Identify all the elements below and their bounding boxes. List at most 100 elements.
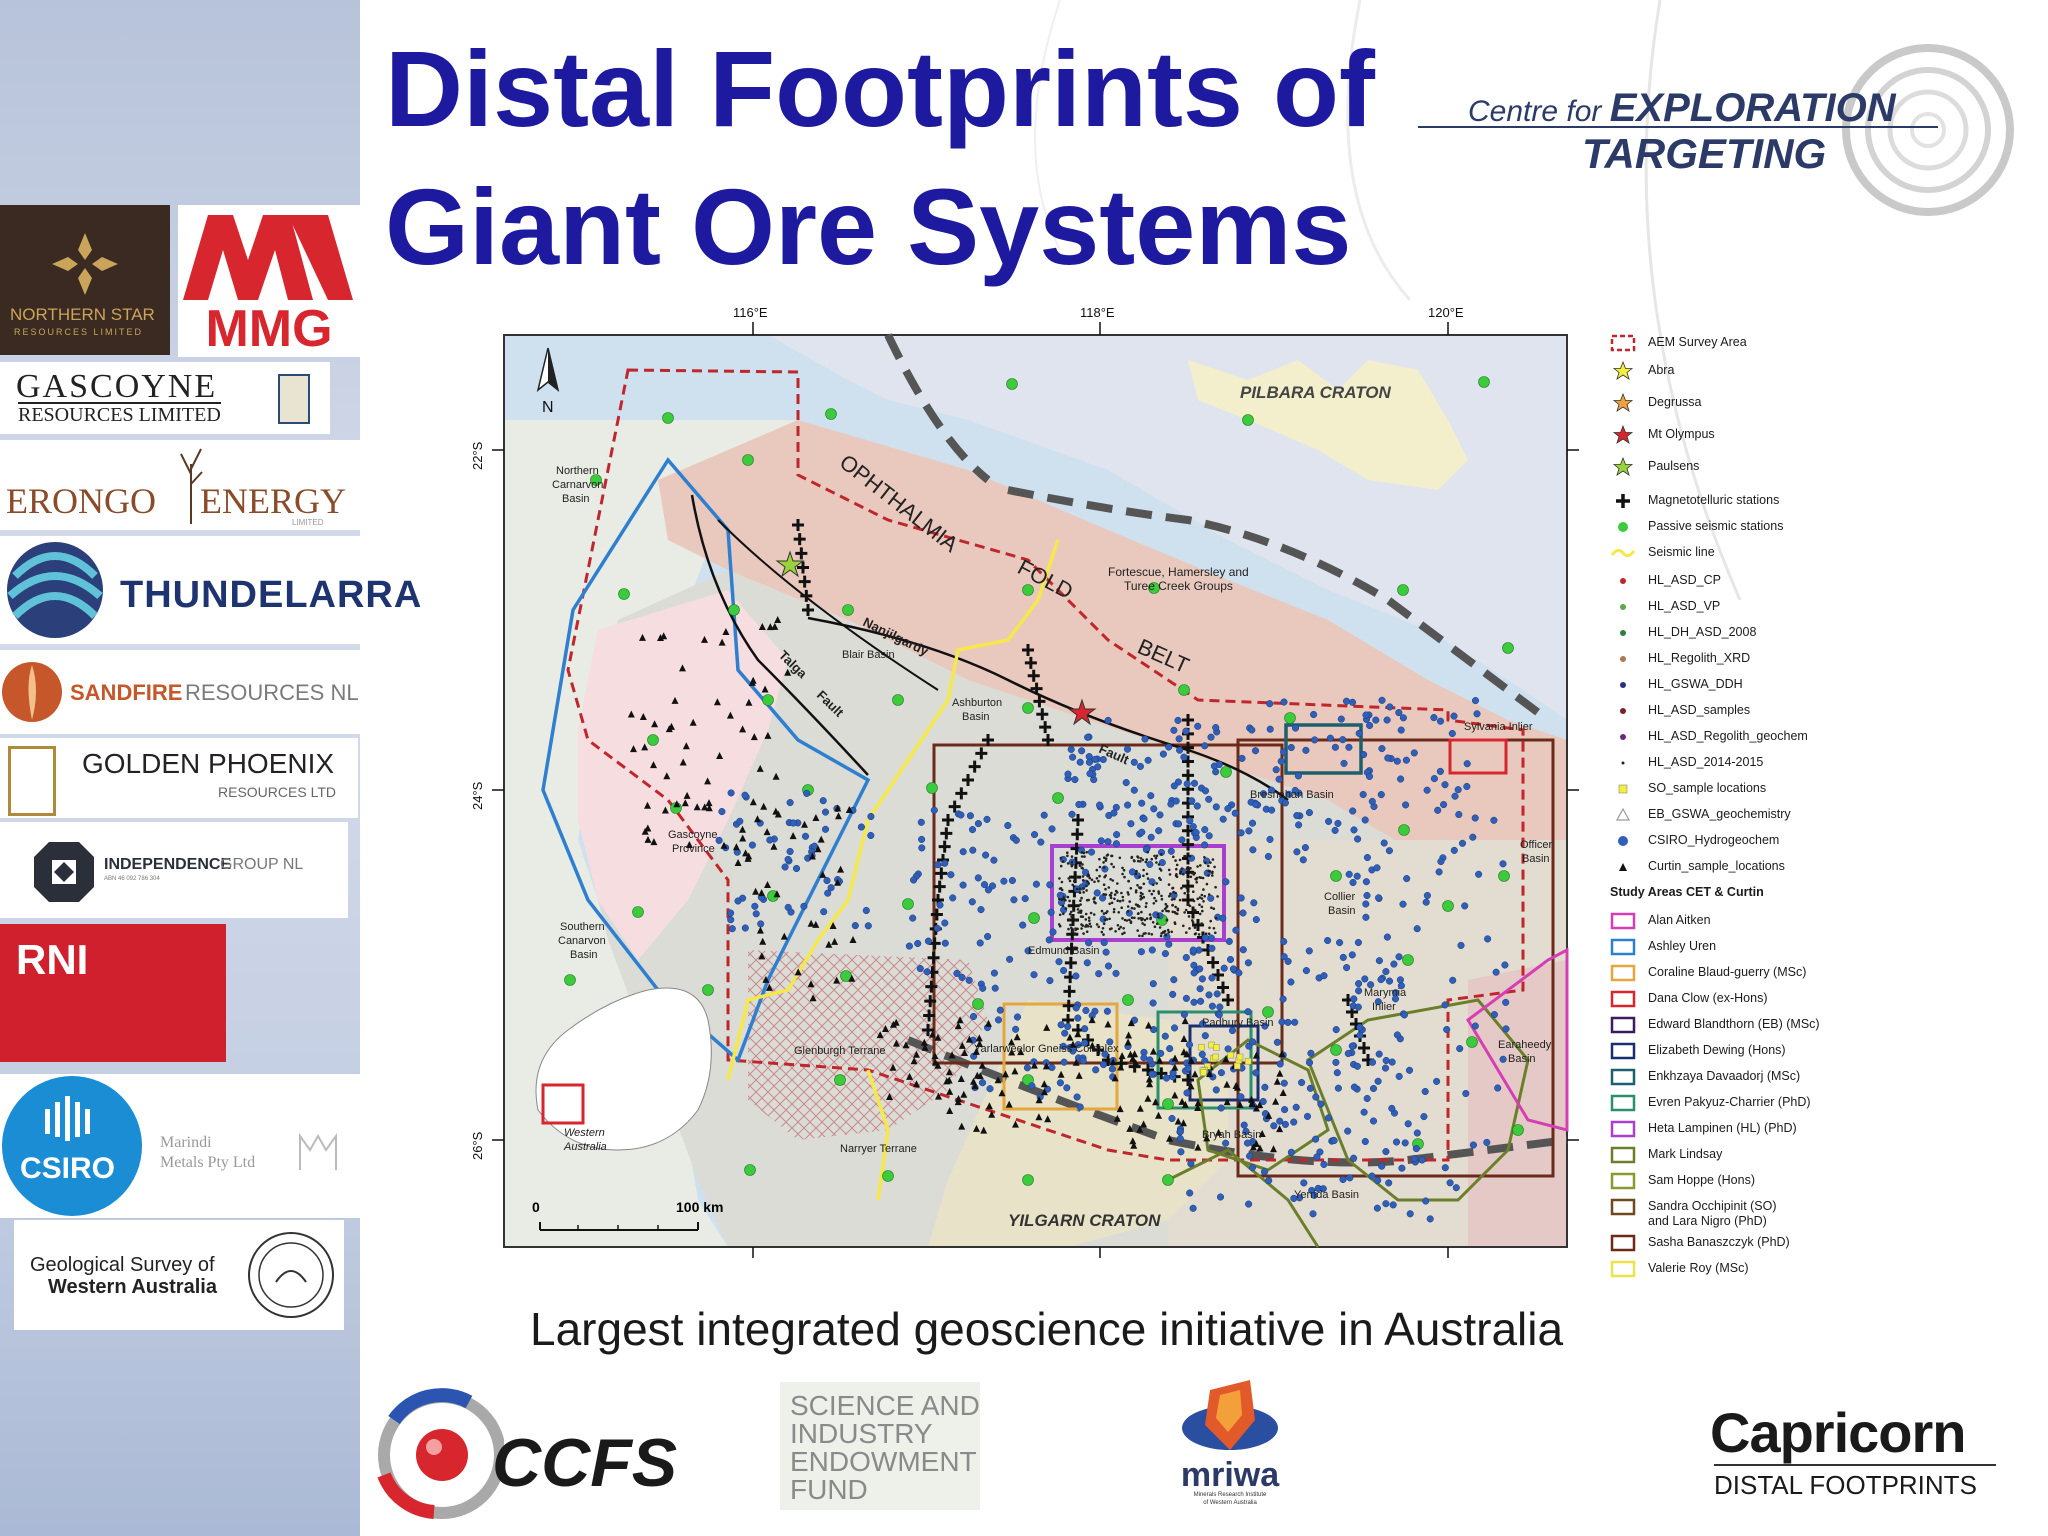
- hydro-sample-icon: [1186, 817, 1194, 825]
- curtin-sample-icon: [773, 890, 781, 898]
- hl-sample-icon: [1058, 897, 1061, 901]
- mt-station-icon: [1039, 721, 1052, 734]
- hl-sample-icon: [1061, 904, 1065, 908]
- north-arrow-icon: [536, 347, 560, 392]
- hydro-sample-icon: [1368, 797, 1376, 805]
- seismic-station-icon: [1397, 584, 1409, 596]
- curtin-sample-icon: [976, 1072, 984, 1080]
- hl-sample-icon: [1112, 865, 1115, 869]
- curtin-sample-icon: [971, 1082, 979, 1090]
- hl-sample-icon: [1207, 932, 1211, 936]
- curtin-sample-icon: [988, 1110, 996, 1118]
- hydro-sample-icon: [1281, 799, 1289, 807]
- hydro-sample-icon: [1452, 1184, 1460, 1192]
- hl-sample-icon: [1142, 895, 1146, 899]
- curtin-sample-icon: [807, 919, 815, 927]
- hydro-sample-icon: [1365, 772, 1374, 780]
- hydro-sample-icon: [941, 919, 949, 927]
- legend-item-label: HL_DH_ASD_2008: [1648, 625, 1757, 639]
- hydro-sample-icon: [1140, 815, 1148, 823]
- curtin-sample-icon: [1118, 1052, 1126, 1060]
- hl-sample-icon: [1152, 902, 1156, 905]
- curtin-sample-icon: [1180, 1035, 1188, 1042]
- legend-item-label: Degrussa: [1648, 395, 1702, 409]
- aem-survey-area-polygon: [566, 368, 1525, 1162]
- curtin-sample-icon: [1178, 1097, 1186, 1105]
- curtin-sample-icon: [772, 772, 780, 780]
- curtin-sample-icon: [748, 678, 756, 686]
- hl-sample-icon: [1150, 933, 1154, 936]
- curtin-sample-icon: [1155, 1111, 1162, 1119]
- hydro-sample-icon: [1279, 995, 1287, 1003]
- hydro-sample-icon: [1224, 805, 1232, 813]
- mt-station-icon: [938, 840, 951, 853]
- hydro-sample-icon: [1059, 1042, 1067, 1050]
- curtin-sample-icon: [980, 1126, 988, 1134]
- legend-item-label: Edward Blandthorn (EB) (MSc): [1648, 1017, 1820, 1031]
- hl-sample-icon: [1108, 902, 1111, 906]
- hl-sample-icon: [1204, 861, 1207, 864]
- hydro-sample-icon: [1201, 742, 1209, 750]
- hydro-sample-icon: [1331, 743, 1339, 751]
- seismic-station-icon: [632, 906, 644, 918]
- hydro-sample-icon: [1201, 934, 1209, 942]
- hydro-sample-icon: [1461, 902, 1469, 910]
- hl-sample-icon: [1119, 925, 1122, 929]
- hydro-sample-icon: [953, 969, 961, 977]
- hl-sample-icon: [1171, 910, 1174, 914]
- hl-sample-icon: [1073, 932, 1077, 935]
- hl-sample-icon: [1070, 864, 1074, 868]
- hydro-sample-icon: [1196, 985, 1204, 993]
- hydro-sample-icon: [1213, 990, 1221, 998]
- hydro-sample-icon: [1342, 697, 1351, 705]
- hl-sample-icon: [1082, 932, 1085, 935]
- erongo-energy-logo: ERONGO ENERGY LIMITED: [0, 440, 360, 530]
- hl-sample-icon: [1186, 891, 1190, 894]
- hydro-sample-icon: [976, 939, 984, 947]
- hl-sample-icon: [1136, 859, 1140, 863]
- hl-sample-icon: [1104, 893, 1108, 896]
- hydro-sample-icon: [1397, 775, 1405, 783]
- hydro-sample-icon: [1252, 1069, 1260, 1077]
- hydro-sample-icon: [727, 909, 735, 917]
- hydro-sample-icon: [1440, 801, 1448, 809]
- hl-sample-icon: [1200, 922, 1203, 925]
- scale-bar: [539, 1222, 699, 1231]
- mt-station-icon: [800, 589, 813, 602]
- hydro-sample-icon: [1021, 895, 1029, 903]
- cet-targeting: TARGETING: [1582, 130, 1827, 177]
- legend-item-label: Dana Clow (ex-Hons): [1648, 991, 1768, 1005]
- curtin-sample-icon: [976, 1040, 984, 1047]
- hydro-sample-icon: [1303, 1112, 1312, 1120]
- hydro-sample-icon: [991, 984, 999, 992]
- hydro-sample-icon: [1237, 829, 1245, 837]
- hydro-sample-icon: [1382, 1200, 1390, 1208]
- label-marymia-2: Inlier: [1372, 1001, 1396, 1013]
- hydro-sample-icon: [1344, 1127, 1352, 1135]
- mt-station-icon: [935, 867, 948, 880]
- hydro-sample-icon: [1360, 751, 1368, 759]
- hl-sample-icon: [1209, 919, 1212, 923]
- legend-item-label: SO_sample locations: [1648, 781, 1767, 795]
- hl-sample-icon: [1102, 922, 1106, 926]
- hydro-sample-icon: [1422, 898, 1430, 906]
- hl-sample-icon: [1128, 900, 1131, 903]
- hl-sample-icon: [1123, 931, 1126, 935]
- hydro-sample-icon: [1463, 760, 1471, 768]
- hydro-sample-icon: [1410, 1155, 1419, 1163]
- legend-symbol-icon: [1610, 1260, 1636, 1278]
- hydro-sample-icon: [1176, 746, 1184, 754]
- hydro-sample-icon: [1436, 717, 1445, 725]
- hl-sample-icon: [1069, 910, 1073, 914]
- hl-sample-icon: [1141, 858, 1145, 862]
- mt-station-icon: [948, 800, 961, 813]
- curtin-sample-icon: [739, 825, 746, 833]
- curtin-sample-icon: [1276, 1069, 1284, 1077]
- hydro-sample-icon: [1302, 967, 1310, 975]
- hl-sample-icon: [1104, 874, 1107, 877]
- hl-sample-icon: [1080, 851, 1084, 854]
- hydro-sample-icon: [1359, 790, 1367, 799]
- curtin-sample-icon: [784, 668, 792, 676]
- seismic-station-icon: [1330, 870, 1342, 882]
- alan-area: [1466, 947, 1569, 1132]
